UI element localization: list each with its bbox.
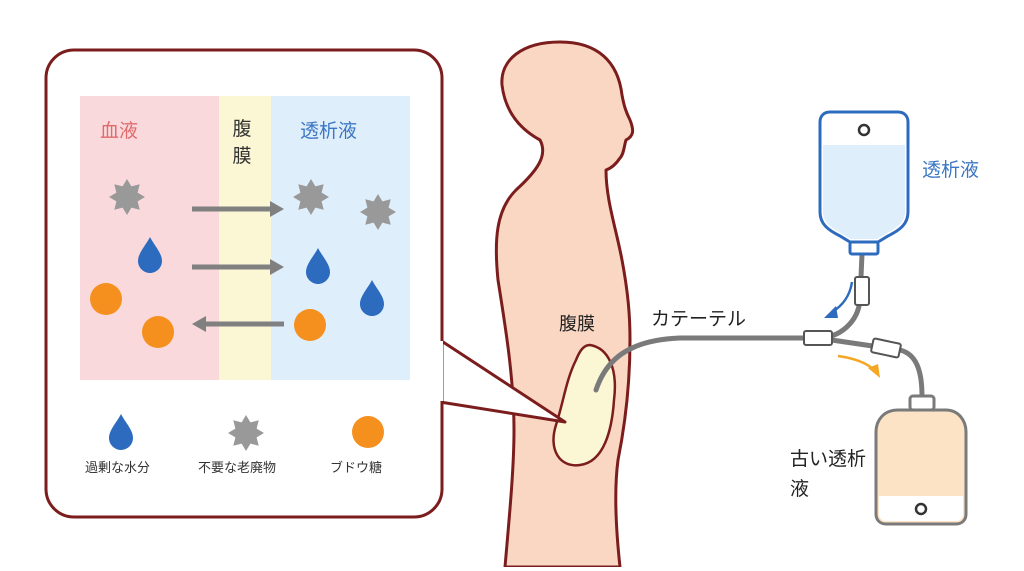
glucose-icon — [90, 283, 122, 315]
inflow-arrow-head — [824, 306, 838, 318]
outflow-arrow-head — [868, 364, 880, 378]
body-silhouette — [494, 40, 635, 569]
legend-glucose-icon — [352, 416, 384, 448]
legend-glucose-label: ブドウ糖 — [330, 461, 383, 476]
membrane-label: 腹膜 — [232, 118, 252, 167]
glucose-icon — [142, 316, 174, 348]
legend-waste-label: 不要な老廃物 — [198, 461, 277, 476]
membrane-panel — [219, 96, 271, 380]
dialysate-panel — [271, 96, 410, 380]
waste-icon — [360, 194, 396, 230]
dialysate-label: 透析液 — [300, 120, 358, 142]
fresh-bag-label: 透析液 — [922, 159, 980, 181]
legend-water-label: 過剰な水分 — [85, 461, 151, 476]
transfer-arrows — [192, 201, 284, 332]
used-dialysate-bag — [874, 394, 968, 526]
catheter-label: カテーテル — [651, 308, 747, 330]
waste-icon — [293, 179, 329, 215]
body-membrane-label: 腹膜 — [559, 314, 595, 335]
peritoneal-cavity — [552, 343, 617, 467]
fresh-dialysate-bag — [818, 110, 910, 256]
glucose-icon — [294, 309, 326, 341]
blood-label: 血液 — [100, 120, 139, 142]
legend-waste-icon — [228, 415, 264, 451]
waste-icon — [109, 179, 145, 215]
catheter-tubing — [593, 251, 925, 399]
used-bag-label: 古い透析液 — [790, 448, 867, 500]
tube-connectors — [803, 276, 902, 359]
human-body — [494, 40, 635, 569]
